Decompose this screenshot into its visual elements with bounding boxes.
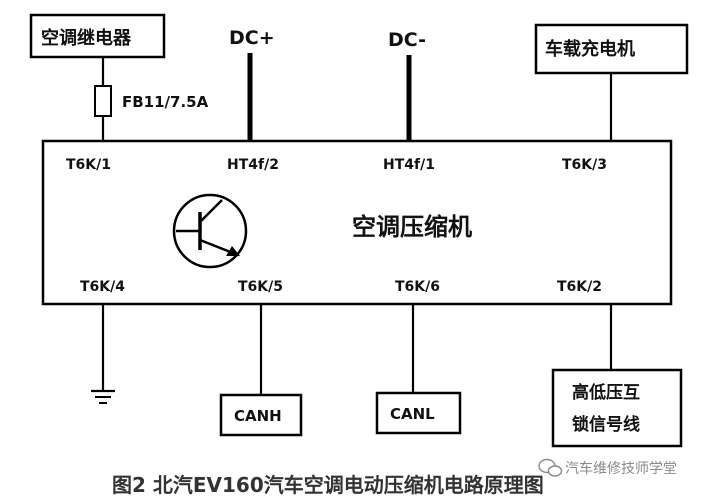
interlock-box bbox=[551, 368, 683, 448]
canh-box bbox=[219, 393, 303, 437]
transistor-icon bbox=[172, 193, 248, 269]
canl-box bbox=[375, 391, 462, 435]
pin-t6k-2: T6K/2 bbox=[557, 279, 602, 295]
charger-label: 车载充电机 bbox=[545, 38, 635, 60]
pin-t6k-1: T6K/1 bbox=[66, 157, 111, 173]
compressor-box bbox=[41, 139, 673, 306]
pin-ht4f-2: HT4f/2 bbox=[227, 157, 279, 173]
interlock-line2: 锁信号线 bbox=[572, 414, 640, 435]
relay-label: 空调继电器 bbox=[41, 27, 132, 49]
fuse-label: FB11/7.5A bbox=[122, 93, 209, 111]
canl-label: CANL bbox=[390, 405, 435, 423]
wechat-icon bbox=[538, 458, 563, 477]
pin-t6k-3: T6K/3 bbox=[562, 157, 607, 173]
interlock-line1: 高低压互 bbox=[572, 382, 640, 403]
pin-ht4f-1: HT4f/1 bbox=[383, 157, 435, 173]
dc-minus-label: DC- bbox=[388, 29, 426, 51]
pin-t6k-4: T6K/4 bbox=[80, 279, 125, 295]
watermark-text: 汽车维修技师学堂 bbox=[565, 460, 677, 477]
compressor-label: 空调压缩机 bbox=[352, 213, 472, 241]
figure-caption: 图2 北汽EV160汽车空调电动压缩机电路原理图 bbox=[112, 473, 544, 497]
canh-label: CANH bbox=[234, 407, 282, 425]
fuse-symbol bbox=[94, 85, 112, 117]
relay-box bbox=[29, 13, 166, 59]
ground-icon bbox=[91, 389, 115, 404]
pin-t6k-6: T6K/6 bbox=[395, 279, 440, 295]
dc-plus-label: DC+ bbox=[229, 27, 275, 49]
pin-t6k-5: T6K/5 bbox=[238, 279, 283, 295]
